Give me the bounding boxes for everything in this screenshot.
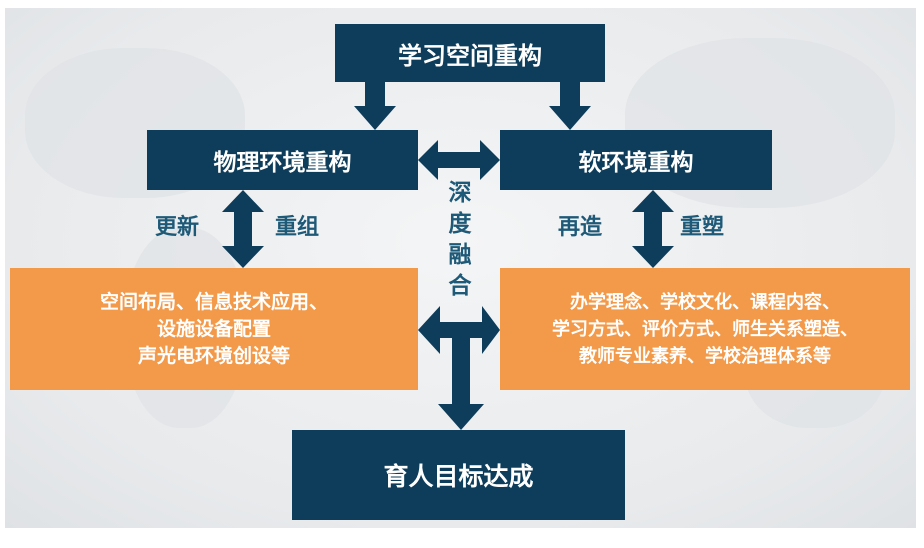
char: 度 [448,211,472,237]
content-line: 声光电环境创设等 [137,344,290,367]
top-box-learning-space: 学习空间重构 [335,24,605,82]
double-arrow-horizontal-top [418,140,500,180]
arrow-down-left [354,82,396,130]
char: 融 [448,242,472,268]
double-arrow-left-vertical [222,190,264,268]
char: 深 [448,180,472,206]
arrow-down-right [549,82,591,130]
soft-env-box: 软环境重构 [500,130,772,190]
arrow-down-center [438,338,484,430]
content-line: 办学理念、学校文化、课程内容、 [570,291,840,313]
double-arrow-right-vertical [632,190,674,268]
physical-content-box: 空间布局、信息技术应用、 设施设备配置 声光电环境创设等 [10,268,418,390]
physical-env-box: 物理环境重构 [147,130,418,190]
content-line: 学习方式、评价方式、师生关系塑造、 [552,318,858,340]
label-reorganize: 重组 [275,215,320,240]
label-reshape: 重塑 [680,215,725,240]
content-line: 教师专业素养、学校治理体系等 [579,345,831,367]
char: 合 [448,273,472,299]
deep-integration-label: 深 度 融 合 [444,178,476,302]
label-update: 更新 [155,215,200,240]
soft-content-box: 办学理念、学校文化、课程内容、 学习方式、评价方式、师生关系塑造、 教师专业素养… [500,268,910,390]
label-rebuild: 再造 [558,215,603,240]
content-line: 空间布局、信息技术应用、 [99,290,328,313]
double-arrow-horizontal-bottom [418,306,500,354]
content-line: 设施设备配置 [156,317,271,340]
bottom-box-goal: 育人目标达成 [292,430,625,520]
